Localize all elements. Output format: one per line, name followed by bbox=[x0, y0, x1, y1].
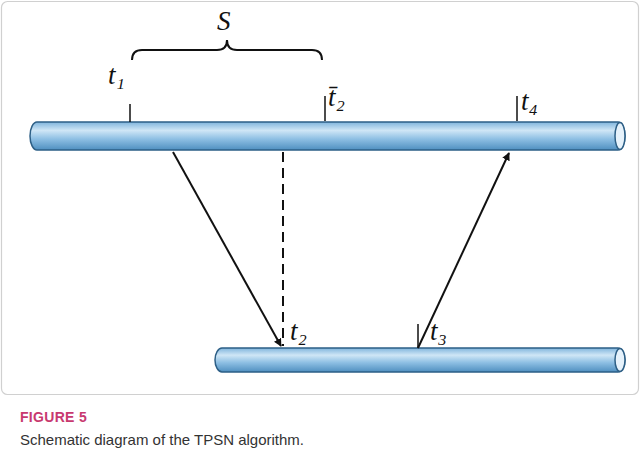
sync-reply-arrow bbox=[418, 153, 509, 348]
time-label: t₄ bbox=[521, 88, 538, 115]
figure-caption: Schematic diagram of the TPSN algorithm. bbox=[20, 432, 304, 447]
time-ticks bbox=[130, 96, 517, 348]
figure-frame bbox=[2, 2, 639, 395]
time-label: t₁ bbox=[108, 62, 125, 89]
interval-label: S bbox=[217, 8, 231, 35]
time-label: t̄₂ bbox=[328, 84, 345, 111]
time-label: t₃ bbox=[430, 318, 447, 345]
interval-brace bbox=[132, 40, 322, 60]
upper-timeline bbox=[30, 122, 625, 150]
figure-number: FIGURE 5 bbox=[20, 410, 87, 424]
lower-timeline bbox=[215, 348, 625, 372]
time-label: t₂ bbox=[290, 318, 307, 345]
sync-request-arrow bbox=[173, 152, 281, 346]
projection-dashed-line bbox=[282, 152, 284, 346]
